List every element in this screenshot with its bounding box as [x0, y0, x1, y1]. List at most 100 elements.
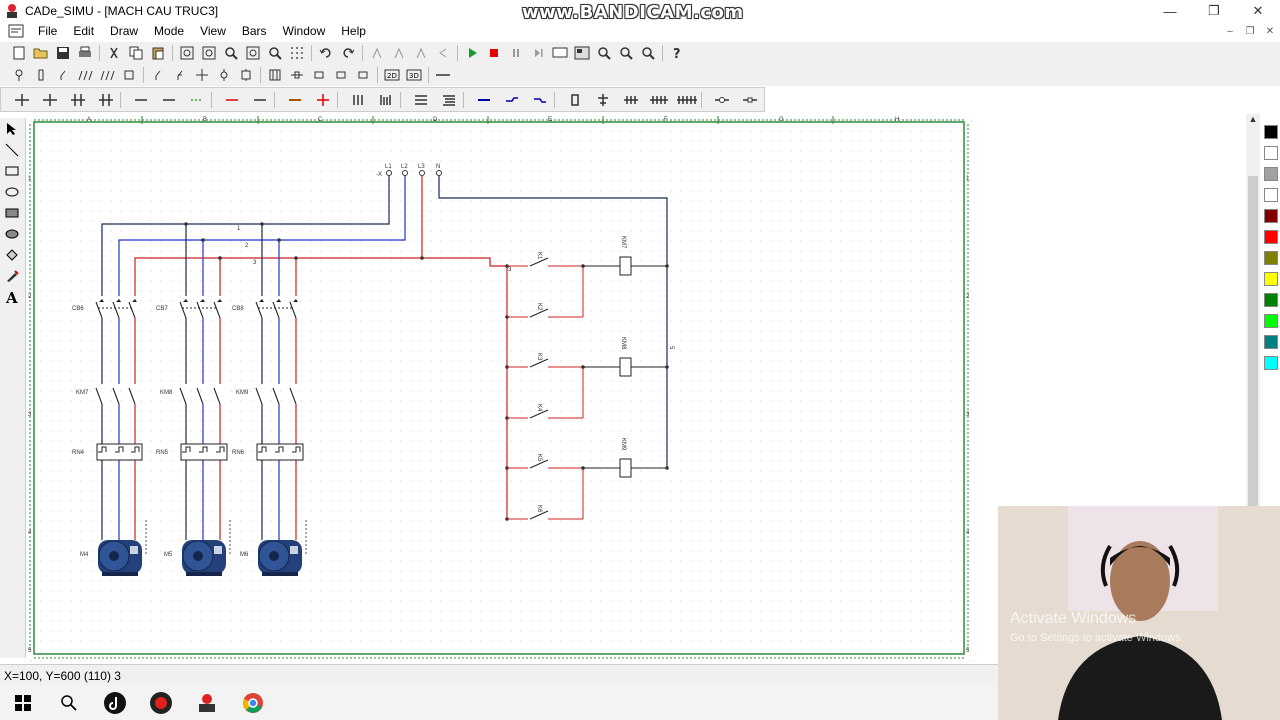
terminal-right-icon[interactable]	[739, 90, 761, 110]
plug-icon[interactable]	[30, 65, 52, 85]
vertical-scrollbar[interactable]: ▲	[1246, 114, 1260, 508]
junction-cross-icon[interactable]	[39, 90, 61, 110]
bus-four-icon[interactable]	[375, 90, 397, 110]
simulate-start-icon[interactable]	[461, 43, 483, 63]
simulate-stop-icon[interactable]	[483, 43, 505, 63]
rotate-left-icon[interactable]	[366, 43, 388, 63]
junction-three-icon[interactable]	[67, 90, 89, 110]
find-icon[interactable]	[264, 43, 286, 63]
timer-icon[interactable]	[235, 65, 257, 85]
menu-bars[interactable]: Bars	[241, 24, 267, 38]
three-phase-motor[interactable]	[182, 520, 231, 576]
document-icon[interactable]	[8, 23, 24, 39]
mirror-icon[interactable]	[410, 43, 432, 63]
junction-dot-icon[interactable]	[11, 90, 33, 110]
zoom-fit-icon[interactable]	[637, 43, 659, 63]
restore-icon[interactable]: ❐	[1208, 3, 1220, 18]
rectangle-tool-icon[interactable]	[0, 160, 24, 181]
zoom-page-icon[interactable]	[198, 43, 220, 63]
supply-terminals[interactable]: L1 L2 L3 N -X	[376, 164, 442, 178]
cade-simu-taskbar-icon[interactable]	[184, 686, 230, 720]
palette-swatch[interactable]	[1264, 125, 1278, 139]
zoom-previous-icon[interactable]	[242, 43, 264, 63]
flip-icon[interactable]	[432, 43, 454, 63]
overload-relay[interactable]	[180, 443, 228, 461]
layout-icon[interactable]	[571, 43, 593, 63]
control-pushbutton[interactable]: K3	[529, 353, 583, 368]
zoom-in-icon[interactable]	[593, 43, 615, 63]
tiktok-icon[interactable]	[92, 686, 138, 720]
wire-black-icon[interactable]	[130, 90, 152, 110]
contactor-main-poles[interactable]	[255, 384, 298, 405]
contactor-main-poles[interactable]	[179, 384, 222, 405]
control-pushbutton[interactable]: K1	[529, 252, 583, 267]
control-pushbutton[interactable]: K5	[529, 454, 583, 469]
menu-window[interactable]: Window	[282, 24, 326, 38]
wire-line-icon[interactable]	[432, 65, 454, 85]
control-pushbutton[interactable]: K2	[529, 303, 583, 318]
wire-red-icon[interactable]	[221, 90, 243, 110]
palette-swatch[interactable]	[1264, 167, 1278, 181]
grid-icon[interactable]	[286, 43, 308, 63]
strip-three-icon[interactable]	[620, 90, 642, 110]
minimize-icon[interactable]: —	[1163, 3, 1177, 19]
strip-four-icon[interactable]	[648, 90, 670, 110]
contactor-main-poles[interactable]	[95, 384, 137, 405]
control-pushbutton[interactable]: K6	[529, 505, 583, 520]
rotate-right-icon[interactable]	[388, 43, 410, 63]
fill-bucket-icon[interactable]	[0, 244, 24, 265]
sensor-icon[interactable]	[213, 65, 235, 85]
step-icon[interactable]	[527, 43, 549, 63]
switch-icon[interactable]	[52, 65, 74, 85]
terminal-left-icon[interactable]	[711, 90, 733, 110]
wire-gray-icon[interactable]	[249, 90, 271, 110]
connector-multi-icon[interactable]	[592, 90, 614, 110]
help-icon[interactable]: ?	[666, 43, 688, 63]
wire-brown-icon[interactable]	[284, 90, 306, 110]
mdi-close-icon[interactable]: ✕	[1265, 25, 1275, 37]
palette-swatch[interactable]	[1264, 314, 1278, 328]
pointer-icon[interactable]	[0, 118, 24, 139]
line-blue-jog-icon[interactable]	[501, 90, 523, 110]
contact-no-icon[interactable]	[147, 65, 169, 85]
save-icon[interactable]	[52, 43, 74, 63]
palette-swatch[interactable]	[1264, 335, 1278, 349]
text-tool-icon[interactable]: A	[0, 286, 24, 307]
new-file-icon[interactable]	[8, 43, 30, 63]
palette-swatch[interactable]	[1264, 146, 1278, 160]
fuse-icon[interactable]	[8, 65, 30, 85]
close-icon[interactable]: ✕	[1252, 3, 1264, 18]
hbus-four-icon[interactable]	[438, 90, 460, 110]
search-icon[interactable]	[46, 686, 92, 720]
ellipse-tool-icon[interactable]	[0, 181, 24, 202]
resistor-icon[interactable]	[308, 65, 330, 85]
transformer-icon[interactable]	[352, 65, 374, 85]
counter-3d-icon[interactable]: 3D	[403, 65, 425, 85]
menu-help[interactable]: Help	[341, 24, 366, 38]
menu-mode[interactable]: Mode	[154, 24, 185, 38]
scroll-thumb[interactable]	[1248, 176, 1258, 506]
filled-ellipse-icon[interactable]	[0, 223, 24, 244]
palette-swatch[interactable]	[1264, 209, 1278, 223]
strip-five-icon[interactable]	[676, 90, 698, 110]
open-folder-icon[interactable]	[30, 43, 52, 63]
menu-draw[interactable]: Draw	[110, 24, 139, 38]
windows-start-icon[interactable]	[0, 686, 46, 720]
circuit-breaker[interactable]	[95, 296, 137, 319]
overload-relay[interactable]	[256, 443, 304, 461]
color-picker-icon[interactable]	[0, 265, 24, 286]
cut-icon[interactable]	[103, 43, 125, 63]
undo-icon[interactable]	[315, 43, 337, 63]
wire-green-icon[interactable]	[186, 90, 208, 110]
circuit-breaker[interactable]	[179, 296, 222, 319]
capacitor-icon[interactable]	[330, 65, 352, 85]
junction-four-icon[interactable]	[95, 90, 117, 110]
scroll-up-icon[interactable]: ▲	[1248, 114, 1258, 124]
palette-swatch[interactable]	[1264, 293, 1278, 307]
palette-swatch[interactable]	[1264, 251, 1278, 265]
menu-edit[interactable]: Edit	[73, 24, 95, 38]
pause-icon[interactable]	[505, 43, 527, 63]
three-phase-motor[interactable]	[98, 520, 147, 576]
node-red-icon[interactable]	[312, 90, 334, 110]
